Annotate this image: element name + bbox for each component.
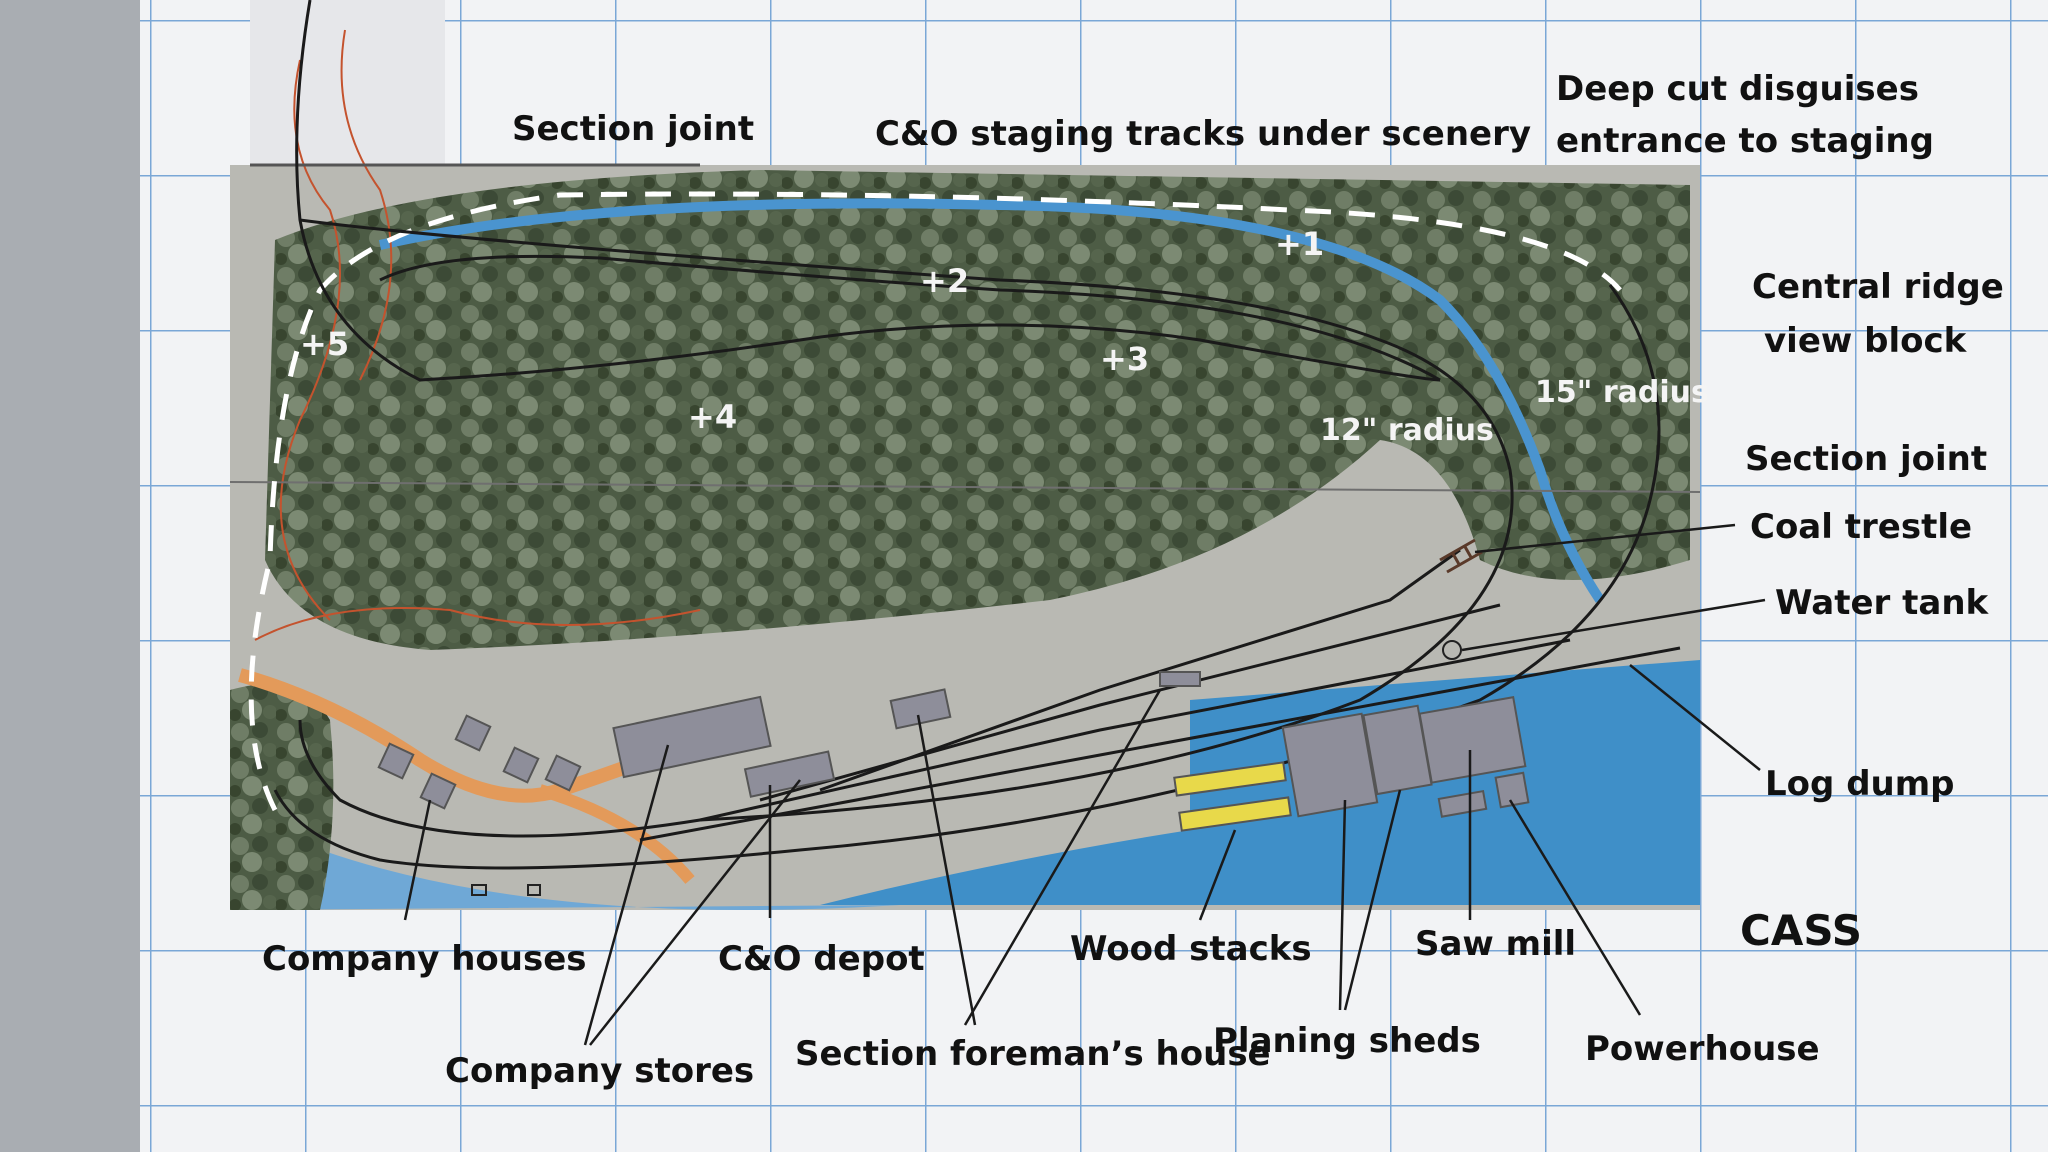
company-house-1: [377, 742, 415, 780]
leader-water-tank: [1461, 598, 1766, 652]
label-planing-sheds: Planing sheds: [1213, 1021, 1481, 1061]
section-foreman-house: [889, 688, 952, 730]
road-2: [538, 784, 695, 884]
wood-stack-1: [1173, 761, 1287, 797]
yard-track-3: [759, 603, 1501, 802]
powerhouse-building: [1494, 771, 1530, 809]
company-house-2: [419, 772, 457, 810]
label-section-joint-top: Section joint: [512, 109, 754, 149]
track-main-15in: [273, 284, 1661, 870]
leader-foreman-2: [963, 689, 1162, 1026]
label-water-tank: Water tank: [1775, 583, 1990, 623]
coal-trestle-symbol: [1439, 538, 1483, 574]
elevation-plus-5: +5: [300, 325, 349, 363]
track-network: [273, 0, 1681, 870]
river-bottom: [230, 830, 900, 910]
planing-shed-1: [1281, 712, 1379, 818]
marker-2: [527, 884, 541, 896]
wood-stacks-group: [1173, 761, 1292, 832]
central-ridge-forest: [265, 170, 1690, 650]
section-joint-line: [229, 481, 1701, 493]
small-markers: [471, 538, 1483, 896]
leader-coal-trestle: [1474, 523, 1736, 554]
label-section-joint-right: Section joint: [1745, 439, 1987, 479]
label-deep-cut-line2: entrance to staging: [1556, 121, 1934, 161]
label-staging-tracks: C&O staging tracks under scenery: [875, 114, 1531, 154]
company-house-5: [544, 754, 582, 792]
yard-track-1: [639, 646, 1681, 842]
elevation-plus-2: +2: [920, 262, 969, 300]
saw-mill-building: [1418, 696, 1527, 784]
contour-line-3: [254, 607, 701, 641]
structures: [377, 671, 1530, 818]
label-wood-stacks: Wood stacks: [1070, 929, 1312, 969]
contour-line-1: [279, 59, 341, 621]
elevation-plus-4: +4: [688, 398, 737, 436]
company-house-4: [502, 746, 540, 784]
label-radius-inner: 12" radius: [1320, 413, 1494, 448]
track-upper-loop: [295, 0, 1441, 382]
wood-stack-2: [1178, 796, 1292, 832]
label-coal-trestle: Coal trestle: [1750, 507, 1972, 547]
shed-small: [1159, 671, 1201, 687]
yard-track-4: [819, 548, 1461, 792]
contour-line-2: [340, 29, 393, 381]
leader-company-store-2: [589, 779, 801, 1046]
track-main-12in: [298, 218, 1514, 838]
leader-powerhouse: [1508, 799, 1642, 1016]
river-stream: [378, 198, 1605, 603]
yard-track-2: [699, 638, 1571, 822]
elevation-plus-3: +3: [1100, 340, 1149, 378]
label-log-dump: Log dump: [1765, 764, 1955, 804]
label-radius-outer: 15" radius: [1535, 375, 1709, 410]
company-store-1: [612, 695, 772, 779]
track-inner: [379, 254, 1441, 382]
company-house-3: [454, 714, 492, 752]
elevation-plus-1: +1: [1275, 225, 1324, 263]
leader-log-dump: [1629, 664, 1761, 771]
upper-section-panel: [250, 0, 445, 170]
powerhouse-annex: [1437, 789, 1488, 818]
staging-tracks-dashed: [248, 191, 1622, 812]
lower-left-forest: [230, 684, 334, 910]
leader-section-foreman: [916, 714, 977, 1026]
label-section-foreman: Section foreman’s house: [795, 1034, 1271, 1074]
label-deep-cut-line1: Deep cut disguises: [1556, 69, 1919, 109]
leader-lines: [403, 523, 1766, 1046]
label-company-houses: Company houses: [262, 939, 587, 979]
label-map-title: CASS: [1740, 906, 1862, 955]
leader-company-houses: [403, 799, 432, 921]
label-central-ridge-line2: view block: [1764, 321, 1968, 361]
label-central-ridge-line1: Central ridge: [1752, 267, 2004, 307]
leader-planing-sheds-1: [1338, 799, 1347, 1011]
label-powerhouse: Powerhouse: [1585, 1029, 1820, 1069]
leader-company-store-1: [583, 744, 670, 1046]
leader-wood-stacks: [1198, 829, 1237, 921]
label-saw-mill: Saw mill: [1415, 924, 1576, 964]
label-co-depot: C&O depot: [718, 939, 925, 979]
marker-1: [471, 884, 487, 896]
label-company-stores: Company stores: [445, 1051, 754, 1091]
leader-planing-sheds-2: [1343, 789, 1402, 1011]
water-tank-symbol: [1442, 640, 1462, 660]
